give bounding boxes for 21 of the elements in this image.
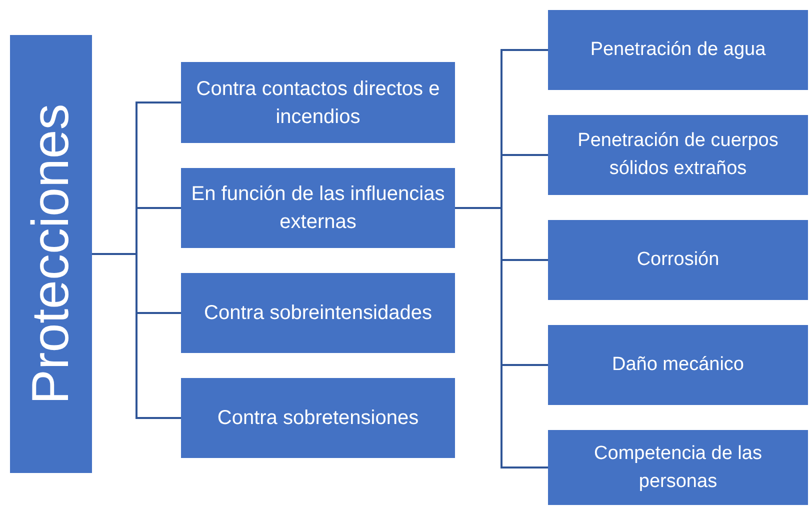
category-box [548,10,808,90]
box-label: En función de las influencias externas [190,182,446,235]
category-box [548,115,808,195]
box-label: Contra contactos directos e incendios [195,76,441,130]
title-box [10,35,92,473]
box-label: Competencia de las personas [593,442,763,494]
box-label: Penetración de cuerpos sólidos extraños [576,129,780,181]
box-label: Contra sobretensiones [217,406,419,431]
box-label: Corrosión [636,248,720,272]
box-label: Daño mecánico [612,353,744,377]
category-box [181,273,455,353]
connector-line [455,207,548,468]
category-box [548,325,808,405]
category-box [548,430,808,505]
category-box [181,168,455,248]
category-box [181,378,455,458]
category-box [181,62,455,143]
category-box [548,220,808,300]
box-label: Penetración de agua [590,38,766,62]
box-label: Contra sobreintensidades [204,301,432,326]
title-text: Protecciones [25,104,77,404]
